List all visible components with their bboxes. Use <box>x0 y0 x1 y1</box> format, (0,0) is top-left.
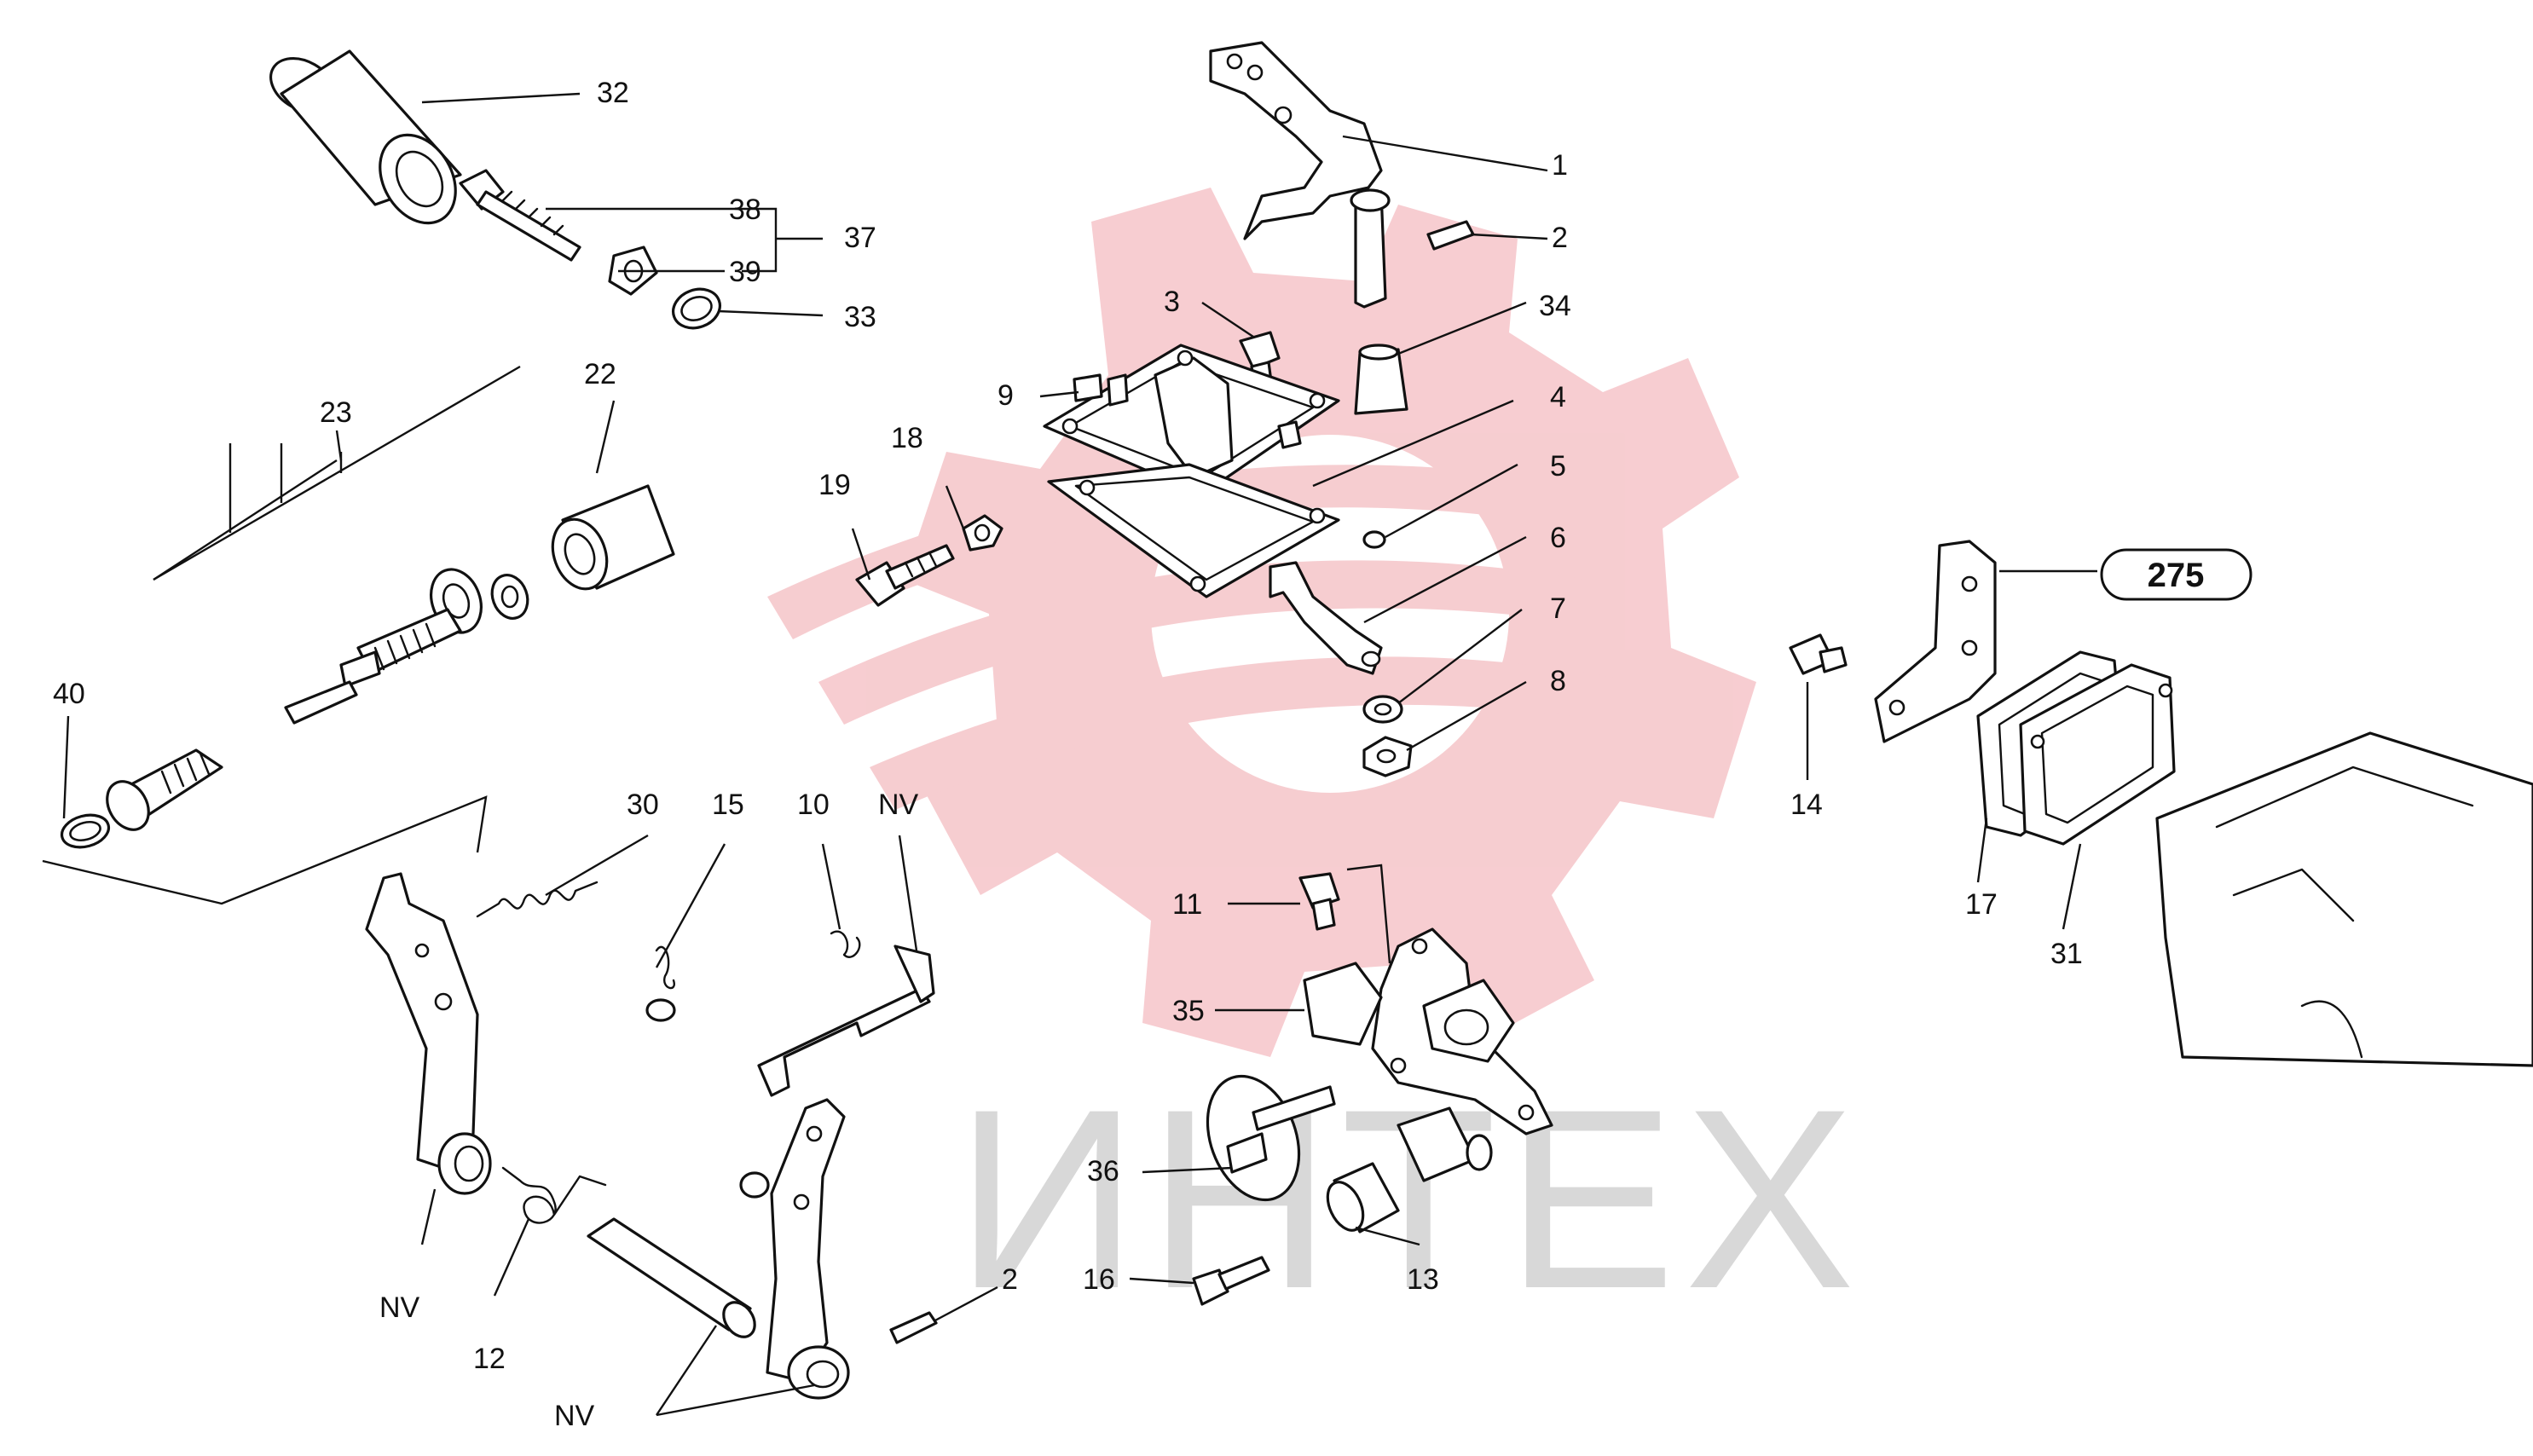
callout-33: 33 <box>844 301 876 333</box>
callout-4: 4 <box>1550 381 1566 413</box>
watermark-text: ИНТЕХ <box>955 1055 1864 1342</box>
callout-30: 30 <box>627 789 659 821</box>
callout-13: 13 <box>1407 1263 1439 1296</box>
callout-7: 7 <box>1550 592 1566 625</box>
callout-40: 40 <box>53 678 85 710</box>
reference-box-label: 275 <box>2148 557 2205 594</box>
part-31-gasket <box>2019 663 2176 846</box>
part-9-tab <box>1073 373 1103 402</box>
part-housing <box>2155 731 2533 1067</box>
callout-2-lower: 2 <box>1002 1263 1018 1296</box>
callout-19: 19 <box>818 469 851 501</box>
part-23-detent-assembly <box>106 365 529 831</box>
leader-lines <box>42 92 2097 1417</box>
callout-nv-shaft: NV <box>554 1400 595 1432</box>
callout-23: 23 <box>320 396 352 429</box>
part-16-bolt <box>1192 1256 1270 1306</box>
callout-15: 15 <box>712 789 744 821</box>
part-38-bolt <box>459 169 581 262</box>
callout-11: 11 <box>1172 888 1202 921</box>
part-selector-rod <box>757 945 935 1097</box>
callout-36: 36 <box>1087 1155 1119 1187</box>
callout-37: 37 <box>844 222 876 254</box>
part-5-ball <box>1362 530 1386 549</box>
callout-2-upper: 2 <box>1552 222 1568 254</box>
part-14-bolt <box>1789 633 1848 675</box>
callout-6: 6 <box>1550 522 1566 554</box>
callout-17: 17 <box>1965 888 1998 921</box>
part-8-nut <box>1362 736 1413 777</box>
callout-5: 5 <box>1550 450 1566 482</box>
part-30-spring <box>476 881 599 918</box>
reference-box-275[interactable]: 275 <box>2100 548 2253 601</box>
callout-38: 38 <box>729 194 761 226</box>
callout-32: 32 <box>597 77 629 109</box>
callout-18: 18 <box>891 422 923 454</box>
part-275-bracket <box>1874 540 1997 743</box>
part-6-bracket <box>1269 561 1383 675</box>
callout-35: 35 <box>1172 995 1205 1027</box>
callout-9: 9 <box>998 379 1014 412</box>
callout-1: 1 <box>1552 149 1568 182</box>
part-left-shift-lever <box>365 872 492 1195</box>
callout-39: 39 <box>729 256 761 288</box>
callout-nv-left-lever: NV <box>379 1291 420 1324</box>
callout-31: 31 <box>2050 938 2083 970</box>
callout-8: 8 <box>1550 665 1566 697</box>
callout-labels: 1 2 3 34 4 5 6 7 8 9 18 19 32 38 37 39 3… <box>53 77 2083 1432</box>
callout-12: 12 <box>473 1343 506 1375</box>
part-11-bolt <box>1298 872 1340 931</box>
part-4-cover <box>1043 344 1340 598</box>
part-22-bushing <box>551 484 675 591</box>
part-2-lower-pin <box>889 1311 938 1344</box>
part-18-nut <box>962 514 1003 552</box>
part-10-clip <box>830 930 861 958</box>
callout-3: 3 <box>1164 286 1180 318</box>
part-35-bracket-plate <box>1303 927 1553 1135</box>
part-15-clip <box>645 945 676 1022</box>
part-7-washer <box>1362 695 1403 724</box>
callout-22: 22 <box>584 358 616 390</box>
part-12-torsion-spring <box>501 1166 607 1224</box>
part-34-cone-bushing <box>1354 344 1408 415</box>
watermark-logo <box>767 188 1756 1057</box>
callout-10: 10 <box>797 789 830 821</box>
part-33-circlip <box>672 287 721 330</box>
part-right-shift-lever <box>739 1098 850 1400</box>
part-pin-shaft <box>587 1217 756 1338</box>
callout-nv-selector: NV <box>878 789 919 821</box>
callout-16: 16 <box>1083 1263 1115 1296</box>
part-32-grip-sleeve <box>269 49 462 225</box>
part-1-selector-fork <box>1209 41 1391 309</box>
part-19-bolt <box>855 544 955 607</box>
part-40-circlip <box>60 813 111 849</box>
part-13-sleeve <box>1326 1106 1493 1234</box>
callout-14: 14 <box>1790 789 1823 821</box>
callout-34: 34 <box>1539 290 1571 322</box>
